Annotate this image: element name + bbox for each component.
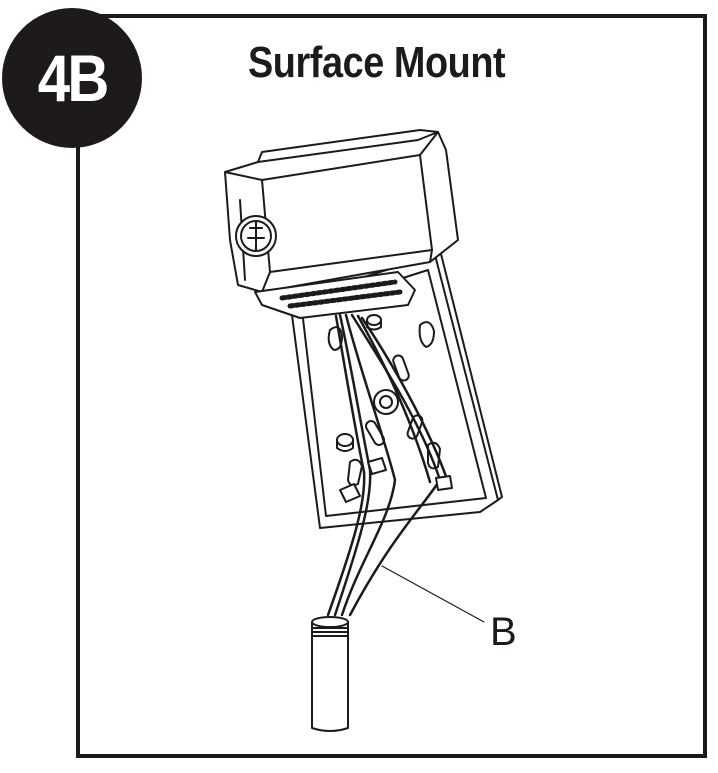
step-number: 4B — [37, 41, 110, 115]
conduit — [311, 616, 349, 732]
light-head — [224, 129, 459, 293]
wire-nuts — [339, 457, 453, 503]
ground-studs — [336, 314, 382, 452]
adjustment-knob — [235, 215, 277, 257]
center-knockout — [373, 389, 399, 415]
louvered-base — [254, 271, 416, 319]
callout-label-b: B — [490, 610, 517, 654]
callout-leader-b — [381, 565, 485, 623]
step-number-badge: 4B — [2, 8, 142, 148]
step-title: Surface Mount — [248, 38, 506, 87]
step-frame — [76, 14, 707, 758]
